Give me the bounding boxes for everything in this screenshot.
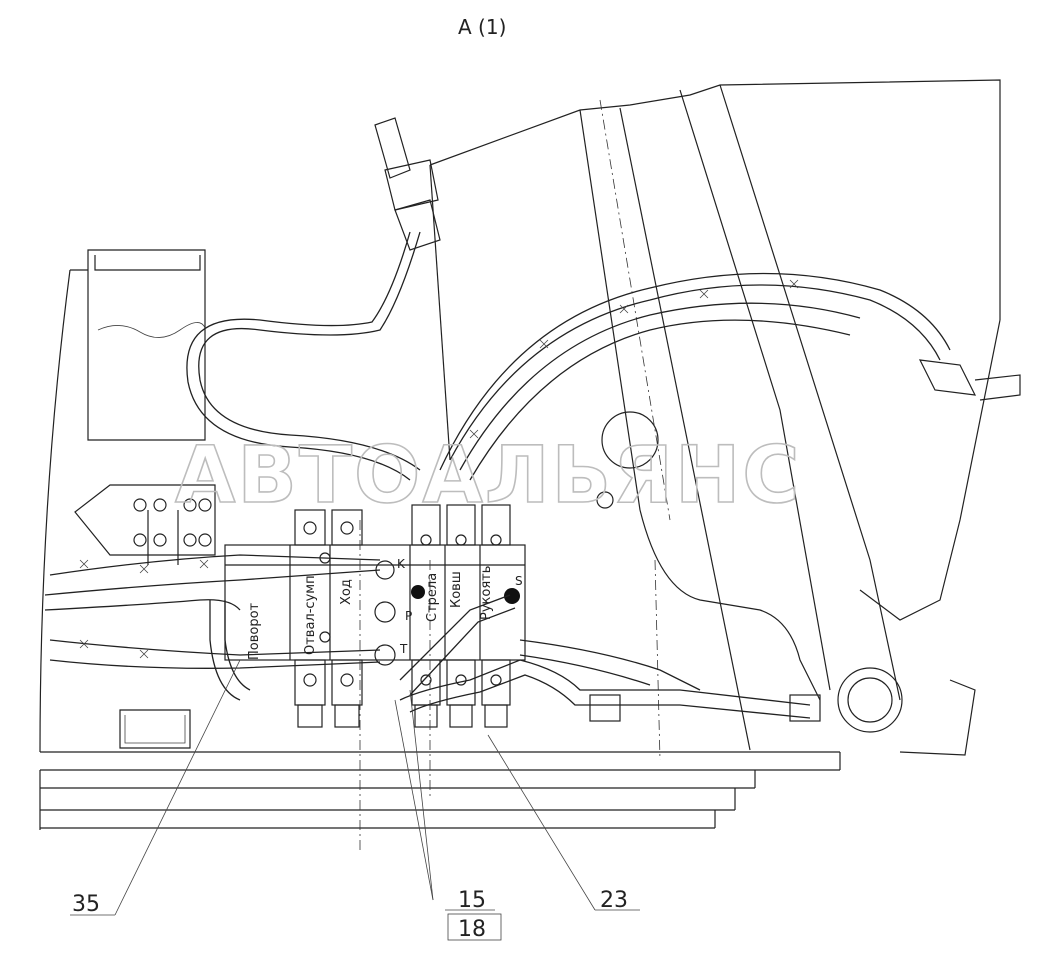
callout-23: 23 [600,888,628,913]
arm-hose-arc [439,272,1021,481]
port-marker-s [504,588,520,604]
label-rukoyat: Рукоять [479,566,494,620]
callout-35: 35 [72,892,100,917]
port-label-t: T [399,642,408,656]
port-marker-strela [411,585,425,599]
label-otval: Отвал-сумп [303,575,318,655]
lower-hose-bundle [44,554,821,722]
callout-18: 18 [458,917,486,942]
watermark: АВТОАЛЬЯНС [175,431,802,521]
label-kovsh: Ковш [449,571,464,608]
label-povorot: Поворот [247,602,262,660]
control-panel-block [74,484,216,565]
left-tank-outline [39,249,206,753]
label-hod: Ход [339,579,354,605]
control-valve-block [224,504,526,728]
label-strela: Стрела [425,573,440,622]
port-label-p: P [405,609,412,623]
boom-column [429,79,1001,761]
center-lines [359,520,431,850]
port-label-k: K [397,557,406,571]
frame-base-lines [39,751,841,830]
port-label-s: S [515,574,523,588]
view-label: A (1) [458,15,506,39]
leader-lines [70,659,640,941]
callout-15: 15 [458,888,486,913]
upper-supply-hose [186,117,441,481]
